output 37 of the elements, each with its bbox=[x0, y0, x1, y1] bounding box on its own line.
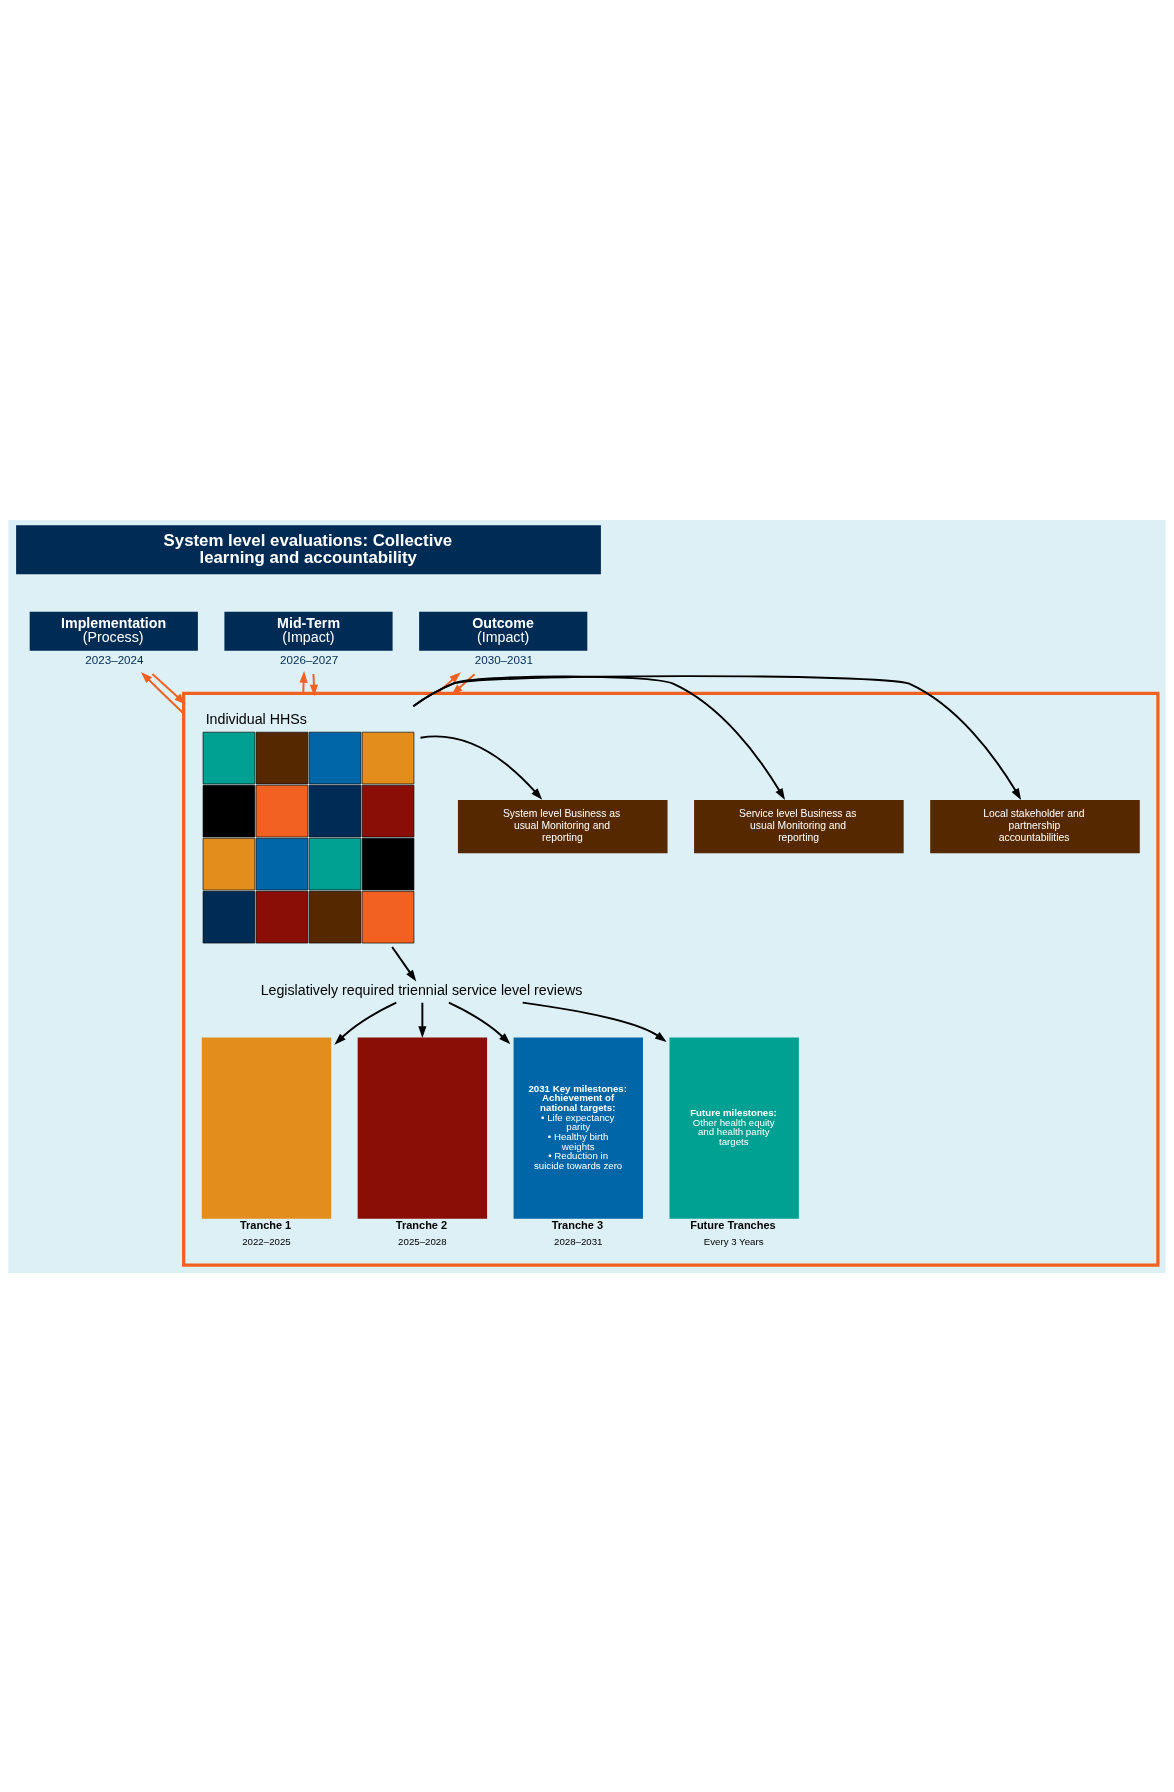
node-label: Tranche 1 bbox=[239, 1218, 292, 1231]
node-label: 2026–2027 bbox=[280, 652, 339, 666]
arrow bbox=[391, 945, 417, 982]
node-text: Legislatively required triennial service level reviews bbox=[260, 981, 583, 998]
node-label: 2028–2031 bbox=[554, 1235, 603, 1247]
arrow bbox=[151, 672, 186, 705]
arrow bbox=[334, 1001, 398, 1045]
node-box bbox=[357, 1037, 488, 1219]
arrow bbox=[140, 671, 185, 714]
arrow bbox=[309, 672, 318, 696]
arrow bbox=[436, 671, 461, 694]
node-label: 2025–2028 bbox=[398, 1235, 447, 1247]
node-label: Future Tranches bbox=[690, 1218, 776, 1231]
arrow bbox=[521, 1001, 667, 1042]
node-box: System level Business as usual Monitoring and reporting bbox=[457, 799, 668, 853]
node-box: Future milestones: Other health equity and health parity targets bbox=[669, 1037, 799, 1219]
node-box: Mid-Term (Impact) bbox=[224, 611, 393, 651]
node-box: System level evaluations: Collective learning and accountability bbox=[16, 524, 601, 574]
cluster bbox=[182, 691, 1160, 1267]
node-box bbox=[201, 1037, 332, 1219]
node-label: Tranche 3 bbox=[551, 1218, 604, 1231]
node-box: Service level Business as usual Monitoring and reporting bbox=[694, 799, 904, 853]
node-box: Outcome (Impact) bbox=[419, 611, 588, 651]
node-label: Individual HHSs bbox=[205, 710, 307, 727]
node-label: Tranche 2 bbox=[395, 1218, 448, 1231]
node-box: Local stakeholder and partnership accountabilities bbox=[930, 799, 1140, 853]
node-label: 2022–2025 bbox=[242, 1235, 291, 1247]
arrow bbox=[418, 1001, 427, 1038]
node-label: 2023–2024 bbox=[85, 652, 144, 666]
node-label: 2030–2031 bbox=[474, 652, 533, 666]
node-label: Every 3 Years bbox=[703, 1235, 764, 1247]
arrow bbox=[419, 735, 543, 800]
node-box: Implementation (Process) bbox=[29, 611, 198, 651]
arrow bbox=[451, 672, 476, 695]
arrow bbox=[412, 674, 1022, 800]
node-box: 2031 Key milestones: Achievement of national targets: • Life expectancy parity • Healthy birth weights • Reduction in suicide towards zero bbox=[513, 1037, 643, 1219]
arrow bbox=[447, 1001, 511, 1044]
